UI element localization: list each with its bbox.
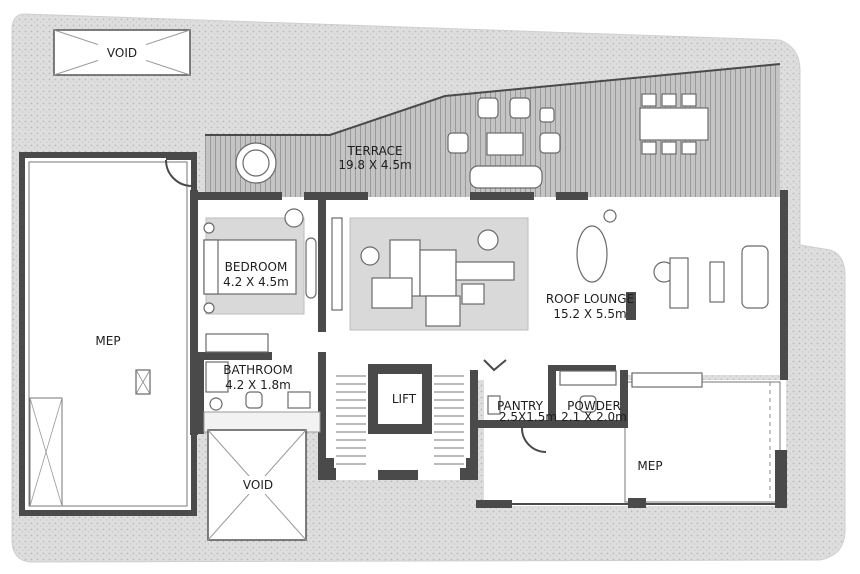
bathroom-size: 4.2 X 1.8m — [225, 378, 291, 392]
terrace-deck — [205, 64, 780, 197]
void-bottom-label: VOID — [243, 478, 273, 492]
terrace-label: TERRACE — [346, 144, 402, 158]
mep-left-room: MEP — [19, 152, 197, 516]
terrace-size: 19.8 X 4.5m — [338, 158, 411, 172]
bedroom-size: 4.2 X 4.5m — [223, 275, 289, 289]
bedroom-label: BEDROOM — [225, 260, 288, 274]
stair-lift-core: LIFT — [334, 364, 466, 468]
bedroom: BEDROOM 4.2 X 4.5m — [203, 208, 317, 353]
mep-right-room: MEP — [484, 380, 786, 506]
powder-size: 2.1 X 2.0m — [561, 410, 627, 424]
void-bottom: VOID — [207, 429, 307, 541]
bathroom: BATHROOM 4.2 X 1.8m — [203, 361, 321, 433]
lift-label: LIFT — [392, 392, 417, 406]
roof-lounge-label: ROOF LOUNGE — [546, 292, 634, 306]
void-top: VOID — [53, 29, 191, 76]
roof-lounge: ROOF LOUNGE 15.2 X 5.5m — [331, 209, 769, 331]
pantry-powder: PANTRY 2.5X1.5m POWDER 2.1 X 2.0m — [483, 359, 703, 453]
mep-right-label: MEP — [637, 459, 662, 473]
roof-lounge-size: 15.2 X 5.5m — [553, 307, 626, 321]
powder-label: POWDER — [567, 399, 621, 413]
pantry-size: 2.5X1.5m — [499, 410, 557, 424]
bathroom-label: BATHROOM — [223, 363, 292, 377]
terrace-furniture: TERRACE 19.8 X 4.5m — [235, 93, 709, 189]
walls — [190, 190, 788, 508]
void-top-label: VOID — [107, 46, 137, 60]
mep-left-label: MEP — [95, 334, 120, 348]
pantry-label: PANTRY — [497, 399, 544, 413]
